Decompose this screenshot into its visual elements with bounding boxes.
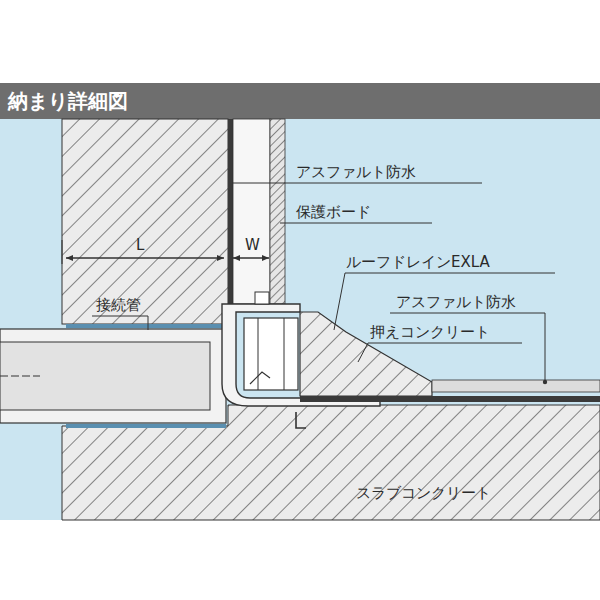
leader-line — [92, 316, 148, 330]
leader-line — [334, 273, 555, 330]
dimension-label: W — [245, 236, 260, 254]
pipe-sleeve — [66, 324, 226, 328]
part-label: 接続管 — [96, 296, 141, 314]
dimension-label: L — [136, 236, 144, 254]
dimension-line — [66, 258, 224, 259]
pipe-sleeve — [66, 424, 226, 428]
gap — [233, 119, 270, 304]
center-line — [0, 376, 40, 377]
asphalt-layer — [228, 119, 233, 304]
layer-label: 保護ボード — [296, 203, 371, 221]
drain-strainer — [244, 318, 298, 390]
press-concrete-layer — [432, 380, 600, 392]
leader-line — [358, 343, 522, 362]
protect-board — [270, 119, 285, 304]
title-band — [0, 83, 600, 119]
leader-line — [232, 183, 482, 184]
fixing-bolt — [255, 292, 269, 304]
wall-concrete — [62, 119, 228, 324]
dimension-line — [233, 258, 269, 259]
pipe — [0, 329, 226, 423]
clamp — [296, 412, 306, 428]
layer-label: 押えコンクリート — [370, 323, 490, 341]
title: 納まり詳細図 — [8, 89, 128, 113]
part-label: ルーフドレインEXLA — [346, 253, 490, 271]
part-label: スラブコンクリート — [356, 484, 491, 502]
layer-label: アスファルト防水 — [396, 293, 516, 311]
pipe-inner — [0, 342, 210, 410]
leader-line — [280, 223, 432, 224]
asphalt-layer — [300, 396, 600, 402]
background — [0, 83, 600, 520]
layer-label: アスファルト防水 — [296, 163, 416, 181]
